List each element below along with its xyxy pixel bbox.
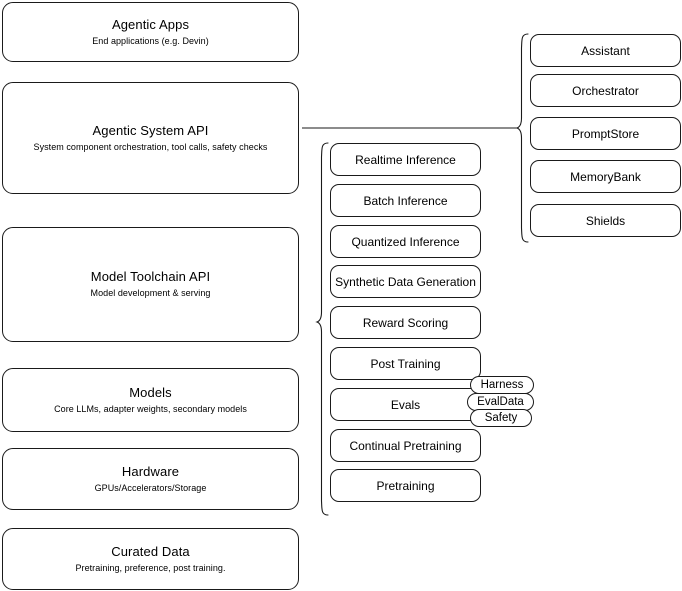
stack-layer-curated-data[interactable]: Curated Data Pretraining, preference, po…	[2, 528, 299, 590]
stack-layer-title: Model Toolchain API	[90, 269, 211, 284]
system-component-label: PromptStore	[571, 126, 640, 141]
system-component-orchestrator[interactable]: Orchestrator	[530, 74, 681, 107]
eval-subcomponent-label: EvalData	[477, 395, 524, 408]
stack-layer-title: Agentic System API	[92, 122, 209, 138]
system-component-memorybank[interactable]: MemoryBank	[530, 160, 681, 193]
toolchain-component-label: Batch Inference	[363, 193, 448, 208]
stack-layer-subtitle: Core LLMs, adapter weights, secondary mo…	[54, 403, 247, 414]
stack-layer-subtitle: GPUs/Accelerators/Storage	[94, 482, 207, 493]
toolchain-component-quantized-inference[interactable]: Quantized Inference	[330, 225, 481, 258]
brace-toolchain-components	[315, 142, 329, 516]
stack-layer-model-toolchain-api[interactable]: Model Toolchain API Model development & …	[2, 227, 299, 342]
toolchain-component-evals[interactable]: Evals	[330, 388, 481, 421]
toolchain-component-batch-inference[interactable]: Batch Inference	[330, 184, 481, 217]
stack-layer-hardware[interactable]: Hardware GPUs/Accelerators/Storage	[2, 448, 299, 510]
eval-subcomponent-label: Harness	[480, 378, 524, 391]
system-component-label: Assistant	[581, 43, 630, 58]
stack-layer-title: Hardware	[121, 463, 180, 479]
stack-layer-title: Curated Data	[111, 543, 190, 559]
eval-subcomponent-harness[interactable]: Harness	[470, 376, 534, 394]
toolchain-component-pretraining[interactable]: Pretraining	[330, 469, 481, 502]
eval-subcomponent-label: Safety	[484, 411, 518, 424]
toolchain-component-label: Post Training	[370, 356, 441, 371]
stack-layer-agentic-apps[interactable]: Agentic Apps End applications (e.g. Devi…	[2, 2, 299, 62]
stack-layer-title: Agentic Apps	[111, 16, 190, 32]
toolchain-component-label: Realtime Inference	[355, 152, 456, 167]
stack-layer-subtitle: End applications (e.g. Devin)	[92, 35, 209, 46]
toolchain-component-label: Reward Scoring	[362, 315, 449, 330]
toolchain-component-label: Evals	[390, 397, 421, 412]
system-component-label: Orchestrator	[572, 83, 639, 98]
system-component-label: Shields	[585, 213, 626, 228]
toolchain-component-realtime-inference[interactable]: Realtime Inference	[330, 143, 481, 176]
system-component-shields[interactable]: Shields	[530, 204, 681, 237]
toolchain-component-label: Continual Pretraining	[349, 438, 462, 453]
stack-layer-title: Models	[129, 384, 172, 400]
stack-layer-subtitle: Model development & serving	[90, 288, 211, 298]
stack-layer-agentic-system-api[interactable]: Agentic System API System component orch…	[2, 82, 299, 194]
toolchain-component-label: Quantized Inference	[351, 234, 460, 249]
stack-layer-subtitle: Pretraining, preference, post training.	[75, 562, 226, 573]
toolchain-component-reward-scoring[interactable]: Reward Scoring	[330, 306, 481, 339]
brace-system-components	[515, 33, 529, 243]
toolchain-component-continual-pretraining[interactable]: Continual Pretraining	[330, 429, 481, 462]
toolchain-component-label: Synthetic Data Generation	[335, 274, 476, 289]
toolchain-component-synthetic-data-generation[interactable]: Synthetic Data Generation	[330, 265, 481, 298]
eval-subcomponent-safety[interactable]: Safety	[470, 409, 532, 427]
stack-layer-models[interactable]: Models Core LLMs, adapter weights, secon…	[2, 368, 299, 432]
system-component-promptstore[interactable]: PromptStore	[530, 117, 681, 150]
toolchain-component-post-training[interactable]: Post Training	[330, 347, 481, 380]
system-component-assistant[interactable]: Assistant	[530, 34, 681, 67]
stack-layer-subtitle: System component orchestration, tool cal…	[33, 141, 268, 152]
system-component-label: MemoryBank	[570, 169, 641, 184]
toolchain-component-label: Pretraining	[376, 478, 435, 493]
